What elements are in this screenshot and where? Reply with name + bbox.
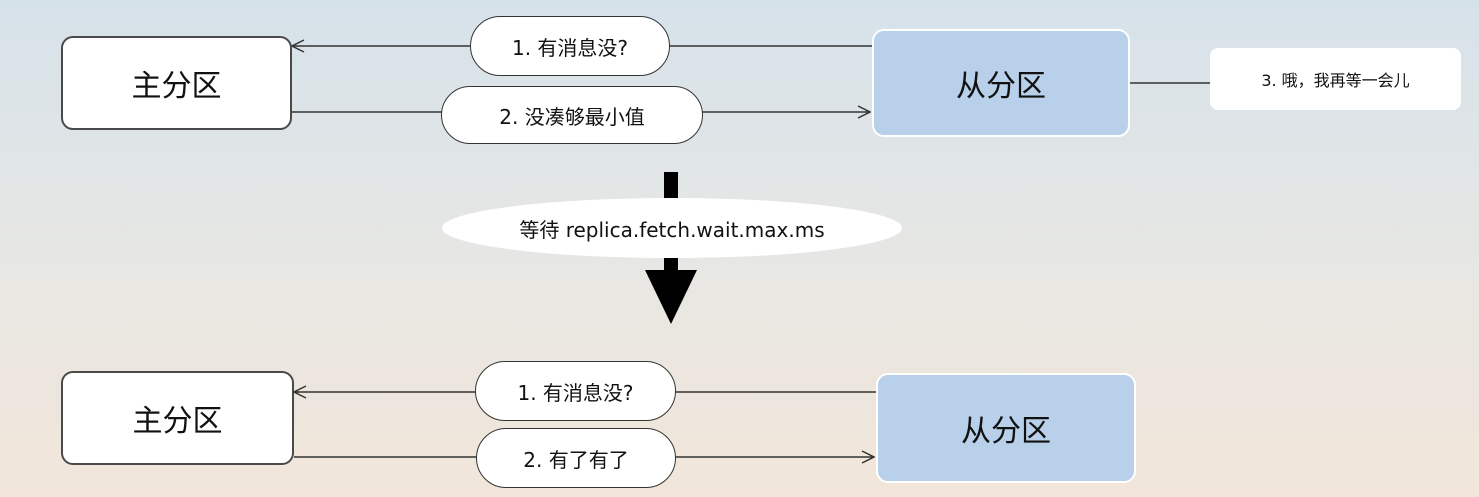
top-request-label: 1. 有消息没? xyxy=(511,35,629,60)
top-response-pill: 2. 没凑够最小值 xyxy=(441,86,703,144)
follower-note: 3. 哦，我再等一会儿 xyxy=(1210,48,1461,110)
top-leader-partition: 主分区 xyxy=(61,36,292,130)
bottom-request-label: 1. 有消息没? xyxy=(517,380,634,405)
bottom-follower-partition: 从分区 xyxy=(876,373,1136,483)
top-follower-label: 从分区 xyxy=(956,69,1046,104)
top-follower-partition: 从分区 xyxy=(872,29,1130,137)
bottom-follower-label: 从分区 xyxy=(961,414,1051,449)
bottom-request-pill: 1. 有消息没? xyxy=(475,361,676,421)
wait-bubble: 等待 replica.fetch.wait.max.ms xyxy=(442,198,902,258)
top-leader-label: 主分区 xyxy=(131,69,222,104)
down-arrow-head xyxy=(645,270,697,324)
wait-label: 等待 replica.fetch.wait.max.ms xyxy=(519,217,825,242)
bottom-leader-partition: 主分区 xyxy=(61,371,294,465)
follower-note-label: 3. 哦，我再等一会儿 xyxy=(1261,71,1410,90)
top-response-label: 2. 没凑够最小值 xyxy=(499,104,645,129)
bottom-leader-label: 主分区 xyxy=(132,404,223,439)
top-request-pill: 1. 有消息没? xyxy=(470,16,670,76)
bottom-response-pill: 2. 有了有了 xyxy=(476,428,676,488)
bottom-response-label: 2. 有了有了 xyxy=(523,447,629,472)
